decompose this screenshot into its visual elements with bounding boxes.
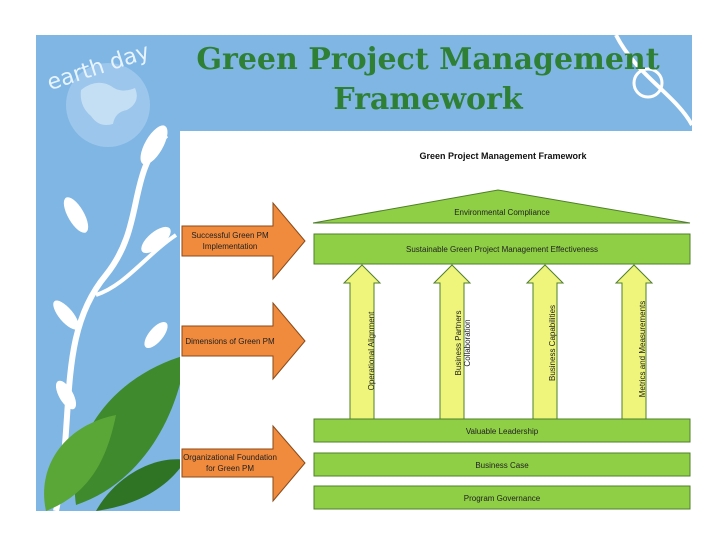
pillar-label: Operational Alignment xyxy=(367,311,376,390)
roof-label: Environmental Compliance xyxy=(454,208,550,217)
arrow-label-2: Implementation xyxy=(203,242,258,251)
arrow-label: Successful Green PM xyxy=(191,231,269,240)
leaf xyxy=(63,197,89,233)
bar-business-case xyxy=(313,452,691,477)
diagram-canvas: Green Project Management Framework Envir… xyxy=(181,151,691,510)
vine-curl xyxy=(632,67,664,99)
leaf xyxy=(53,300,79,330)
foundation-label: Program Governance xyxy=(464,494,541,503)
arrow-dimensions-green-pm: Dimensions of Green PM xyxy=(181,301,306,381)
top-bar-label: Sustainable Green Project Management Eff… xyxy=(406,245,598,254)
title-line-1: Green Project Management xyxy=(196,42,660,77)
pillar-business-capabilities: Business Capabilities xyxy=(525,264,565,420)
pillar-label: Business Capabilities xyxy=(548,305,557,381)
leaf xyxy=(140,125,168,165)
leaf xyxy=(144,321,168,349)
leaf xyxy=(141,226,171,254)
green-leaf xyxy=(44,415,116,511)
roof-environmental-compliance xyxy=(312,189,691,224)
green-leaf xyxy=(96,459,186,511)
arrow-label: Organizational Foundation xyxy=(183,453,277,462)
title-line-2: Framework xyxy=(333,82,523,117)
pillar-label: Metrics and Measurements xyxy=(638,301,647,397)
pillar-label: Business Partners xyxy=(454,311,463,376)
green-leaf xyxy=(74,355,186,505)
bar-sustainable-effectiveness xyxy=(313,233,691,265)
page-title: Green Project Management Framework xyxy=(168,40,688,120)
framework-diagram: Green Project Management Framework Envir… xyxy=(180,131,692,511)
globe-continents xyxy=(80,82,137,125)
diagram-heading: Green Project Management Framework xyxy=(419,151,587,161)
arrow-label-2: for Green PM xyxy=(206,464,254,473)
vine-branch xyxy=(95,233,178,297)
vine-left xyxy=(53,132,169,511)
pillar-label-2: Collaboration xyxy=(463,319,472,366)
foundation-label: Business Case xyxy=(475,461,529,470)
arrow-organizational-foundation: Organizational Foundation for Green PM xyxy=(181,424,306,503)
bar-program-governance xyxy=(313,485,691,510)
pillar-operational-alignment: Operational Alignment xyxy=(342,264,382,420)
arrow-successful-green-pm: Successful Green PM Implementation xyxy=(181,201,306,281)
pillar-business-partners: Business Partners Collaboration xyxy=(432,264,472,420)
arrow-label: Dimensions of Green PM xyxy=(185,337,275,346)
earth-day-decoration: earth day xyxy=(44,35,692,511)
bar-valuable-leadership xyxy=(313,418,691,443)
foundation-label: Valuable Leadership xyxy=(466,427,539,436)
vine-right xyxy=(614,35,692,126)
pillar-metrics-measurements: Metrics and Measurements xyxy=(614,264,654,420)
leaf xyxy=(55,380,77,410)
